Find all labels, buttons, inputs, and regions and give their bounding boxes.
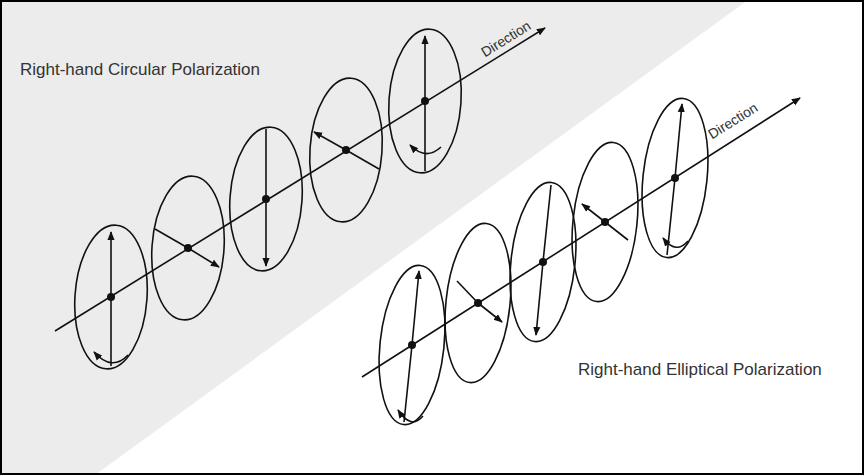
panel-title: Right-hand Circular Polarization: [20, 60, 260, 80]
wave-ellipse: [147, 174, 229, 323]
field-vector: [110, 232, 112, 297]
wave-ellipse: [565, 139, 645, 305]
rotation-arrow: [94, 352, 128, 363]
field-vector: [314, 132, 346, 150]
rotation-arrow: [410, 145, 441, 154]
field-line: [110, 297, 112, 366]
field-line: [605, 222, 628, 240]
field-vector: [424, 36, 426, 101]
wave-ellipse: [305, 76, 387, 225]
wave-ellipse: [635, 95, 715, 261]
wave-ellipse: [225, 125, 307, 274]
wave-ellipse: [384, 27, 466, 176]
wave-ellipse: [438, 220, 518, 386]
axis-dot: [107, 293, 115, 301]
axis-dot: [474, 299, 482, 307]
axis-dot: [262, 195, 270, 203]
field-line: [424, 101, 426, 171]
field-vector: [536, 262, 543, 335]
axis-dot: [421, 97, 429, 105]
field-line: [346, 150, 379, 169]
field-vector: [478, 303, 502, 322]
wave-ellipse: [372, 262, 452, 428]
rotation-arrow: [663, 238, 688, 247]
axis-dot: [601, 218, 609, 226]
wave-ellipse: [503, 179, 583, 345]
field-vector: [188, 248, 219, 267]
panel-title: Right-hand Elliptical Polarization: [578, 360, 822, 380]
field-line: [404, 345, 412, 422]
rotation-arrow: [398, 410, 423, 422]
axis-dot: [671, 174, 679, 182]
field-line: [265, 129, 267, 199]
axis-dot: [408, 341, 416, 349]
axis-dot: [539, 258, 547, 266]
axis-dot: [342, 146, 350, 154]
direction-axis: [362, 98, 800, 377]
field-line: [155, 229, 188, 248]
field-line: [543, 185, 551, 262]
field-line: [457, 281, 478, 303]
axis-dot: [184, 244, 192, 252]
field-vector: [675, 104, 682, 178]
field-vector: [412, 271, 419, 345]
grey-band: [0, 0, 748, 475]
field-vector: [582, 204, 605, 222]
wave-ellipse: [70, 223, 152, 372]
field-vector: [265, 199, 267, 266]
direction-label: Direction: [705, 99, 761, 143]
